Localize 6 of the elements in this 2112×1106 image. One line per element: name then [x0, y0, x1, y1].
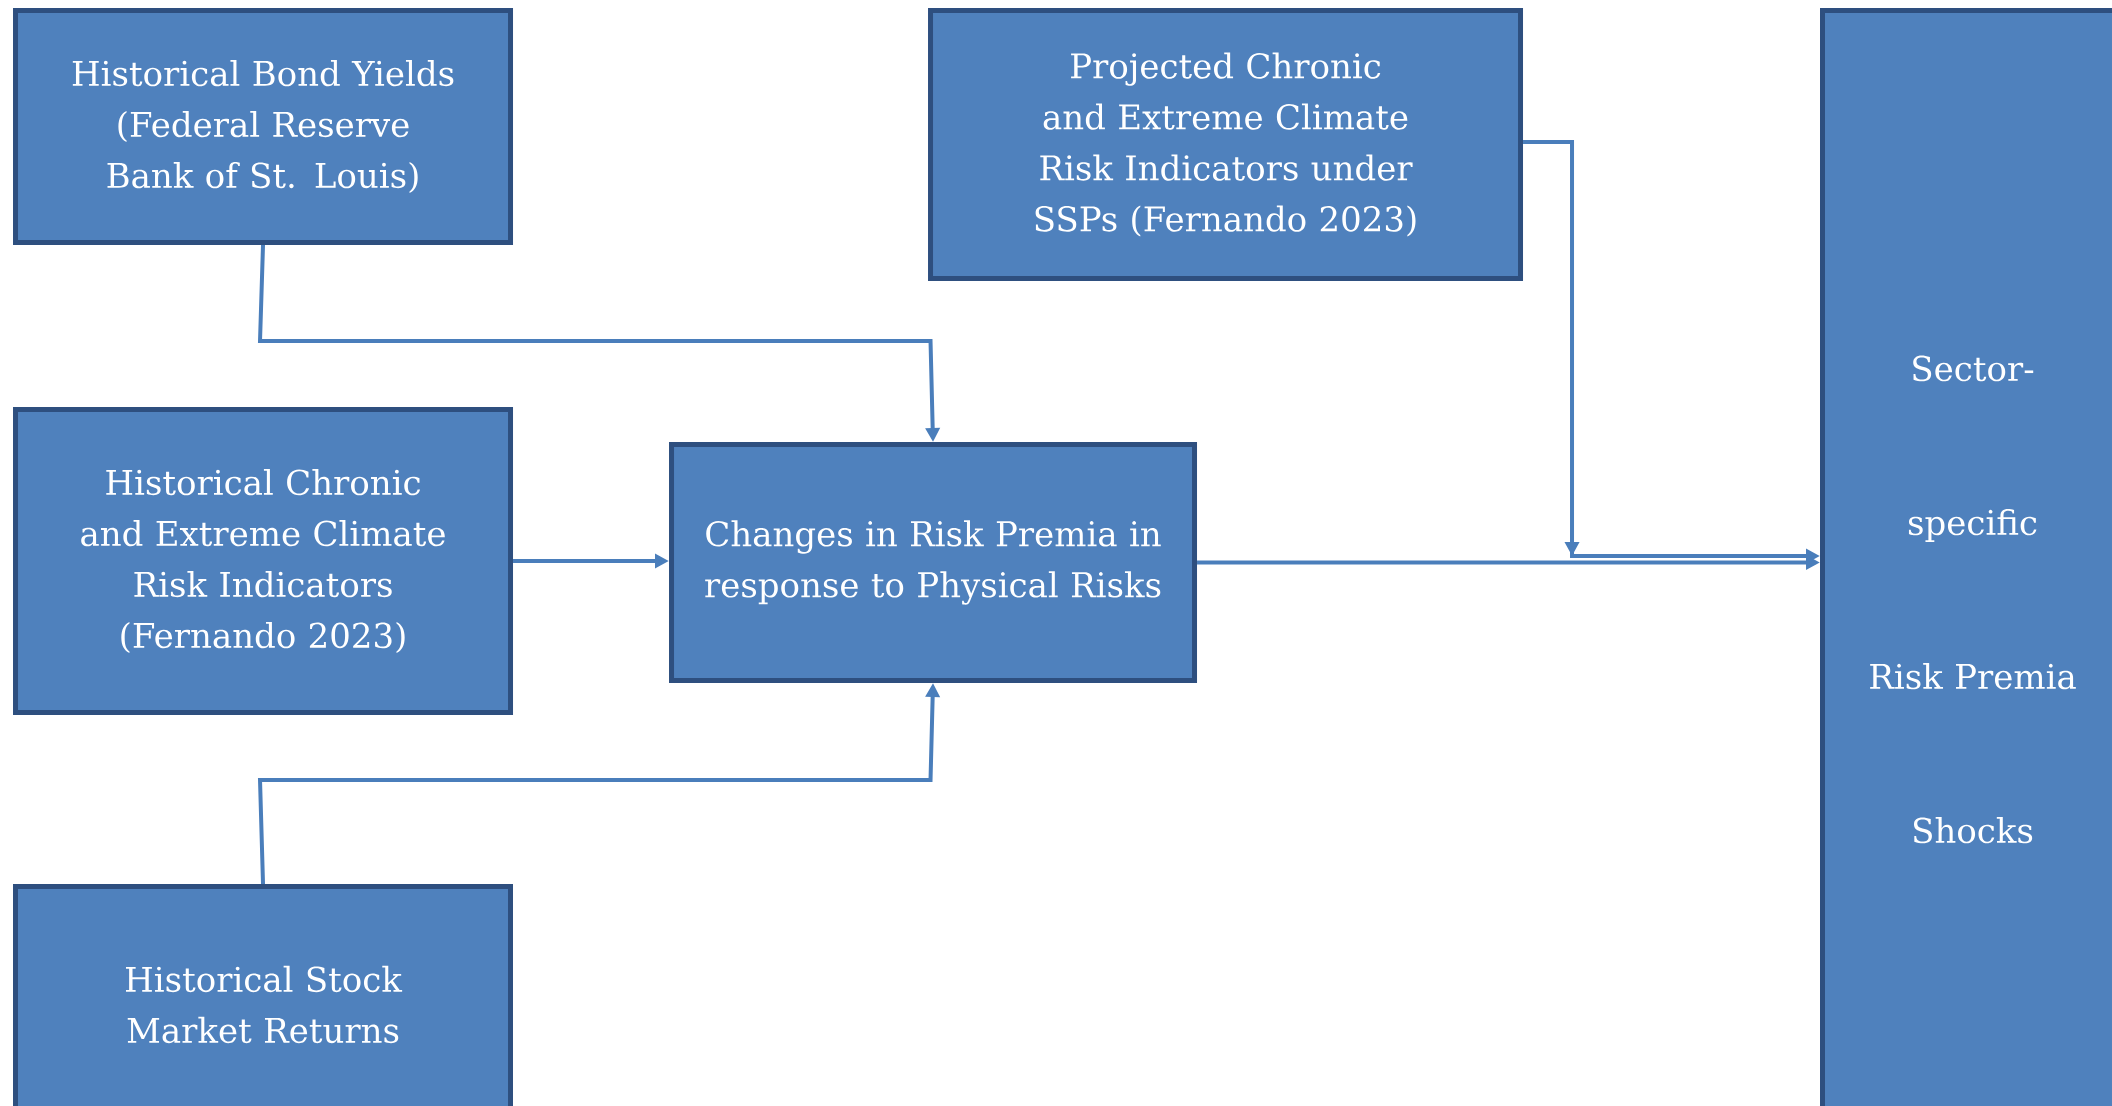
process-box: Historical Stock Market Returns: [13, 884, 513, 1106]
process-box: Historical Chronic and Extreme Climate Risk Indicators (Fernando 2023): [13, 407, 513, 715]
process-box: Changes in Risk Premia in response to Physical Risks: [669, 442, 1197, 683]
process-box: Sector-specific Risk Premia Shocks: [1820, 8, 2112, 1106]
process-box: Historical Bond Yields (Federal Reserve Bank of St. Louis): [13, 8, 513, 245]
process-box: Projected Chronic and Extreme Climate Risk Indicators under SSPs (Fernando 2023): [928, 8, 1523, 281]
